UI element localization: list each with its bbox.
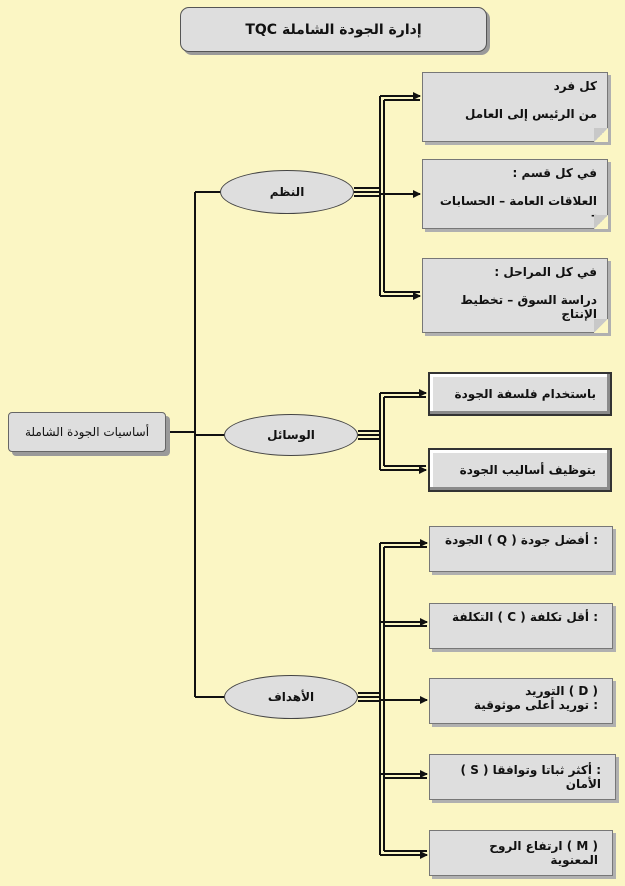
systems-item-title: في كل قسم : <box>512 166 598 180</box>
means-item: بتوظيف أساليب الجودة <box>428 448 612 492</box>
systems-item: في كل المراحل : دراسة السوق – تخطيط الإن… <box>422 258 608 333</box>
means-item: باستخدام فلسفة الجودة <box>428 372 612 416</box>
goal-item-label: ( D ) التوريد <box>525 684 598 698</box>
systems-item-title: كل فرد <box>553 79 597 93</box>
goal-item-label: : أقل تكلفة ( C ) التكلفة <box>452 610 598 624</box>
branch-goals: الأهداف <box>224 675 358 719</box>
systems-item-title: في كل المراحل : <box>494 265 597 279</box>
branch-means: الوسائل <box>224 414 358 456</box>
goal-item: ( D ) التوريد : توريد أعلى موثوقية <box>429 678 613 724</box>
goal-item-detail: : توريد أعلى موثوقية <box>473 698 598 712</box>
goal-item: ( M ) ارتفاع الروح المعنوية <box>429 830 613 876</box>
goal-item: : أفضل جودة ( Q ) الجودة <box>429 526 613 572</box>
systems-item: في كل قسم : العلاقات العامة – الحسابات – <box>422 159 608 229</box>
root-node: أساسيات الجودة الشاملة <box>8 412 166 452</box>
diagram-title: TQC إدارة الجودة الشاملة <box>180 7 487 52</box>
goal-item-label: ( M ) ارتفاع الروح المعنوية <box>489 839 598 867</box>
goal-item: : أقل تكلفة ( C ) التكلفة <box>429 603 613 649</box>
goal-item: : أكثر ثباتا وتوافقا ( S ) الأمان <box>429 754 616 800</box>
systems-item: كل فرد من الرئيس إلى العامل <box>422 72 608 142</box>
goal-item-label: : أفضل جودة ( Q ) الجودة <box>445 533 598 547</box>
goal-item-label: : أكثر ثباتا وتوافقا ( S ) الأمان <box>460 763 601 791</box>
systems-item-detail: العلاقات العامة – الحسابات – <box>439 194 597 222</box>
systems-item-detail: دراسة السوق – تخطيط الإنتاج <box>460 293 597 321</box>
branch-systems: النظم <box>220 170 354 214</box>
systems-item-detail: من الرئيس إلى العامل <box>464 107 597 121</box>
